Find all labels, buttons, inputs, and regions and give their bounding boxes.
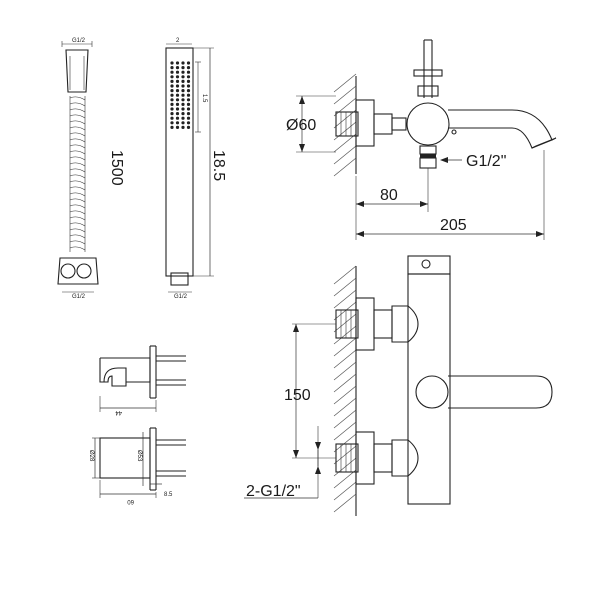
mixer-depth-label: 80 — [380, 187, 398, 204]
wall-elbow: Ø28 Ø53 60 8.5 — [88, 427, 186, 504]
mixer-centers-label: 150 — [284, 387, 311, 404]
hose-bottom-label: G1/2 — [72, 294, 86, 300]
wall-holder: 44 — [99, 345, 186, 415]
elbow-width-label: 60 — [127, 498, 134, 504]
elbow-outer-dia: Ø28 — [88, 450, 94, 462]
mixer-thread-label: G1/2" — [466, 153, 506, 170]
handshower-bottom-label: G1/2 — [174, 294, 188, 300]
mixer-top-view: Ø60 G1/2" 80 205 — [286, 39, 557, 240]
mixer-length-label: 205 — [440, 217, 467, 234]
handshower-side-label: 1.5 — [201, 94, 207, 103]
hose-length-label: 1500 — [108, 150, 125, 186]
mixer-front-view: 150 2-G1/2" — [244, 255, 553, 516]
mixer-dia-label: Ø60 — [286, 117, 316, 134]
spray-nozzles — [170, 61, 191, 129]
hose-top-label: G1/2 — [72, 38, 86, 44]
mixer-thread-count-label: 2-G1/2" — [246, 483, 301, 500]
elbow-inner-dia: Ø53 — [136, 450, 142, 462]
handshower-top-label: 2 — [176, 38, 180, 44]
holder-width-label: 44 — [115, 409, 122, 415]
handshower-length-label: 18.5 — [210, 150, 227, 181]
shower-hose: G1/2 G1/2 1500 — [57, 38, 125, 300]
hand-shower: 2 G1/2 1.5 18.5 — [165, 38, 227, 300]
elbow-offset-label: 8.5 — [164, 492, 173, 498]
